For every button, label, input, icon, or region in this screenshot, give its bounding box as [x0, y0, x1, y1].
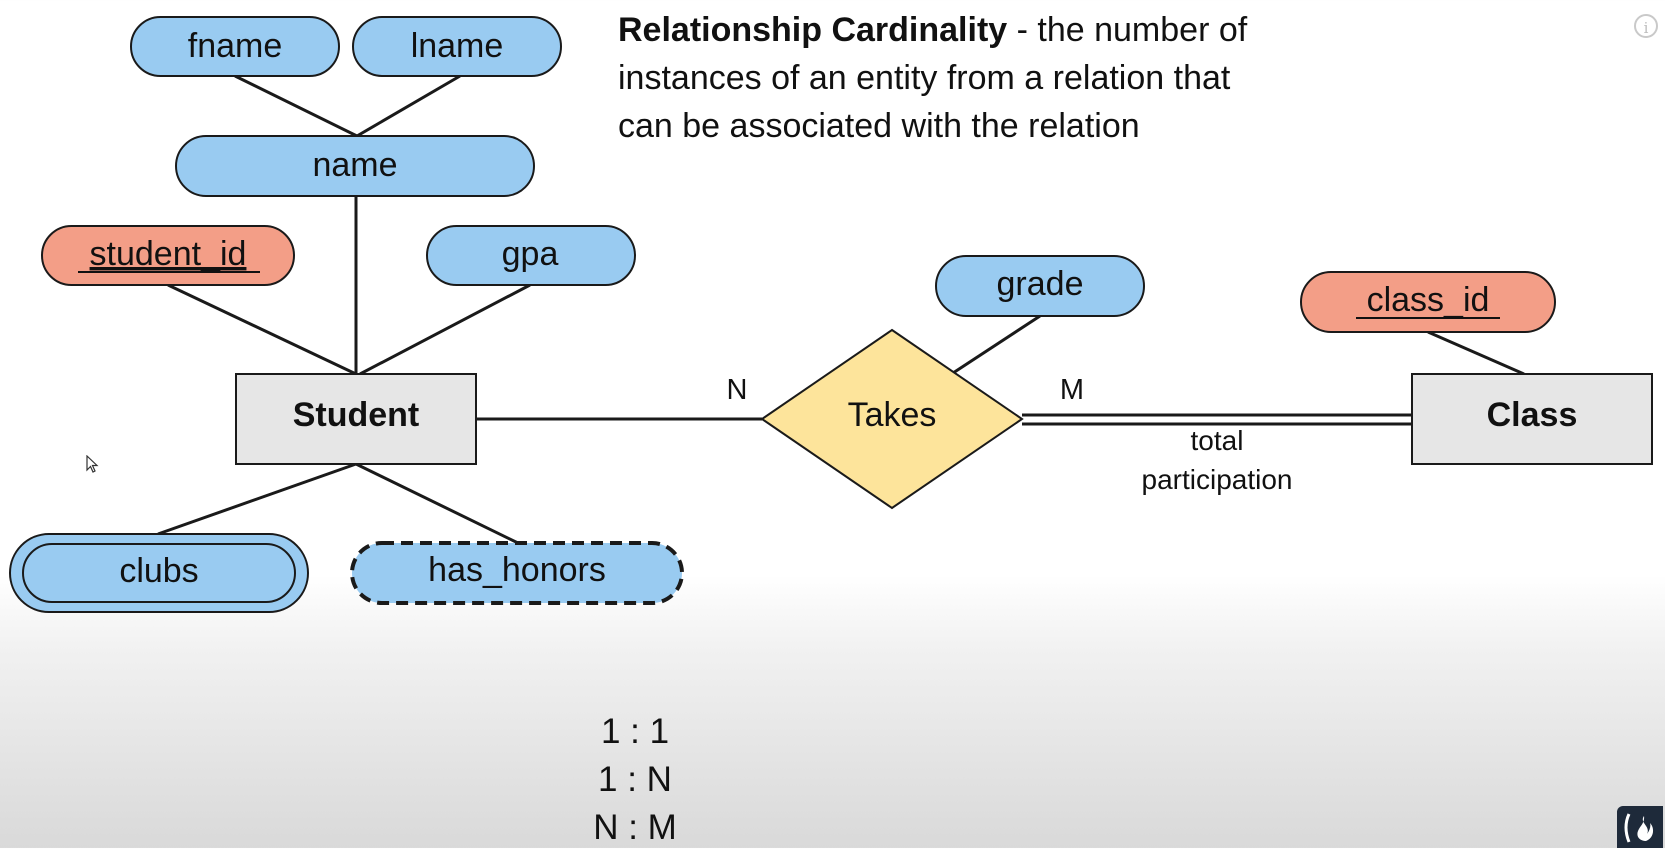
attribute-fname: fname [130, 16, 340, 77]
attribute-gpa: gpa [426, 225, 636, 286]
attribute-grade-label: grade [997, 265, 1084, 303]
attribute-lname: lname [352, 16, 562, 77]
line-studentid-student [167, 283, 357, 376]
flame-logo-icon [1617, 806, 1663, 848]
relationship-takes: Takes [760, 328, 1024, 510]
attribute-class-id: class_id [1300, 271, 1556, 333]
line-fname-name [234, 74, 358, 138]
line-student-clubs [157, 462, 357, 536]
attribute-name-label: name [312, 146, 397, 184]
line-lname-name [356, 74, 461, 138]
line-gpa-student [359, 283, 531, 376]
attribute-class-id-label: class_id [1367, 281, 1490, 319]
attribute-name: name [175, 135, 535, 197]
attribute-has-honors-derived: has_honors [350, 541, 684, 605]
attribute-lname-label: lname [411, 27, 504, 65]
attribute-gpa-label: gpa [502, 235, 559, 273]
line-grade-takes [952, 314, 1041, 375]
relationship-takes-label: Takes [848, 396, 937, 434]
entity-student: Student [235, 373, 477, 465]
cardinality-type-one-to-many: 1 : N [598, 760, 672, 799]
attribute-grade: grade [935, 255, 1145, 317]
line-student-hashonors [355, 462, 519, 545]
attribute-clubs-multivalued: clubs [9, 533, 309, 613]
attribute-clubs-label: clubs [119, 552, 198, 590]
attribute-fname-label: fname [188, 27, 283, 65]
attribute-student-id: student_id [41, 225, 295, 286]
definition-description: - the number of instances of an entity f… [618, 11, 1248, 145]
line-classid-class [1427, 330, 1525, 376]
info-icon[interactable]: i [1634, 14, 1658, 38]
attribute-student-id-label: student_id [90, 235, 247, 273]
entity-class-label: Class [1487, 396, 1578, 434]
definition-text: Relationship Cardinality - the number of… [618, 6, 1258, 150]
entity-class: Class [1411, 373, 1653, 465]
cardinality-type-one-to-one: 1 : 1 [600, 712, 670, 751]
entity-student-label: Student [293, 396, 420, 434]
cardinality-n-label: N [727, 374, 748, 406]
mouse-cursor-icon [86, 455, 99, 473]
connector-lines [157, 74, 1525, 545]
cardinality-types-list: 1 : 1 1 : N N : M [560, 708, 710, 852]
definition-term: Relationship Cardinality [618, 11, 1008, 49]
participation-line2: participation [1142, 464, 1293, 495]
cardinality-type-many-to-many: N : M [593, 808, 677, 847]
participation-line1: total [1191, 425, 1244, 456]
attribute-has-honors-label: has_honors [428, 551, 606, 589]
cardinality-m-label: M [1060, 374, 1084, 406]
